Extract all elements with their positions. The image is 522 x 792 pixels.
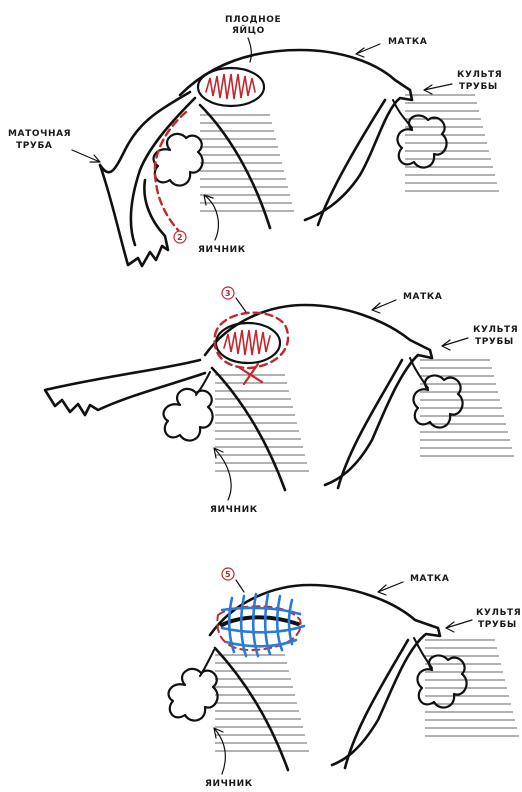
uterus-outline-2 xyxy=(205,305,432,485)
panel-2: 3 МАТКА КУЛЬТЯ ТРУБЫ ЯИЧНИК xyxy=(45,287,518,515)
uterus-outline-1 xyxy=(180,50,412,220)
ovary-left-1 xyxy=(154,134,203,186)
incision-line-1 xyxy=(155,112,186,230)
hatching-left-3 xyxy=(215,655,309,751)
hatching-right-1 xyxy=(405,95,499,191)
label-ovary-1: ЯИЧНИК xyxy=(198,245,246,255)
arrow-ovary-2 xyxy=(214,448,231,500)
panel-3: 5 МАТКА КУЛЬТЯ ТРУБЫ ЯИЧНИК xyxy=(169,568,522,789)
label-uterus-1: МАТКА xyxy=(388,37,427,47)
arrow-uterus-1 xyxy=(356,44,380,57)
ovary-right-2 xyxy=(413,375,462,427)
label-stump-3-line1: КУЛЬТЯ xyxy=(476,608,521,618)
label-stump-2-line1: КУЛЬТЯ xyxy=(473,325,518,335)
label-uterus-3: МАТКА xyxy=(410,574,449,584)
hatching-left-1 xyxy=(200,115,294,211)
arrow-stump-1 xyxy=(424,84,452,94)
ovary-left-3 xyxy=(169,669,218,721)
label-embryo-line2: ЯЙЦО xyxy=(232,24,265,36)
label-embryo-line1: ПЛОДНОЕ xyxy=(225,15,281,25)
tube-segment-2 xyxy=(45,360,205,415)
label-tube-line1: МАТОЧНАЯ xyxy=(8,129,71,139)
uterus-right-inner-3 xyxy=(345,640,408,768)
label-tube-line2: ТРУБА xyxy=(16,141,53,151)
arrow-tube xyxy=(72,150,100,162)
uterus-left-wall-1 xyxy=(200,105,270,228)
uterus-right-inner-2 xyxy=(338,360,402,488)
uterus-left-wall-2 xyxy=(212,368,285,490)
label-uterus-2: МАТКА xyxy=(403,292,442,302)
label-ovary-3: ЯИЧНИК xyxy=(205,779,253,789)
step-badge-1: 2 xyxy=(174,231,186,243)
step-number-1: 2 xyxy=(177,233,183,242)
gestational-sac-2 xyxy=(215,313,289,384)
step-badge-3: 5 xyxy=(222,568,234,580)
step-number-2: 3 xyxy=(225,289,231,298)
arrow-stump-3 xyxy=(446,620,472,632)
label-stump-1-line1: КУЛЬТЯ xyxy=(457,70,502,80)
arrow-stump-2 xyxy=(442,338,468,350)
arrow-ovary-1 xyxy=(204,195,218,240)
label-stump-2-line2: ТРУБЫ xyxy=(475,337,514,347)
uterus-outline-3 xyxy=(210,585,440,765)
step-number-3: 5 xyxy=(225,570,231,579)
step-badge-2: 3 xyxy=(222,287,234,299)
uterus-right-inner-1 xyxy=(318,100,385,225)
uterus-left-wall-3 xyxy=(215,648,288,770)
arrow-uterus-2 xyxy=(372,300,396,313)
label-stump-3-line2: ТРУБЫ xyxy=(478,620,517,630)
ovary-right-3 xyxy=(417,655,466,707)
panel-1: 2 ПЛОДНОЕ ЯЙЦО МАТКА МАТОЧНАЯ ТРУБА КУЛЬ… xyxy=(8,15,502,266)
label-stump-1-line2: ТРУБЫ xyxy=(459,82,498,92)
sutured-incision-3 xyxy=(217,594,304,656)
ovary-left-2 xyxy=(164,389,213,441)
ovary-right-1 xyxy=(397,115,446,167)
label-ovary-2: ЯИЧНИК xyxy=(210,505,258,515)
arrow-uterus-3 xyxy=(378,582,403,595)
gestational-sac-1 xyxy=(198,68,264,106)
arrow-embryo xyxy=(248,38,251,62)
